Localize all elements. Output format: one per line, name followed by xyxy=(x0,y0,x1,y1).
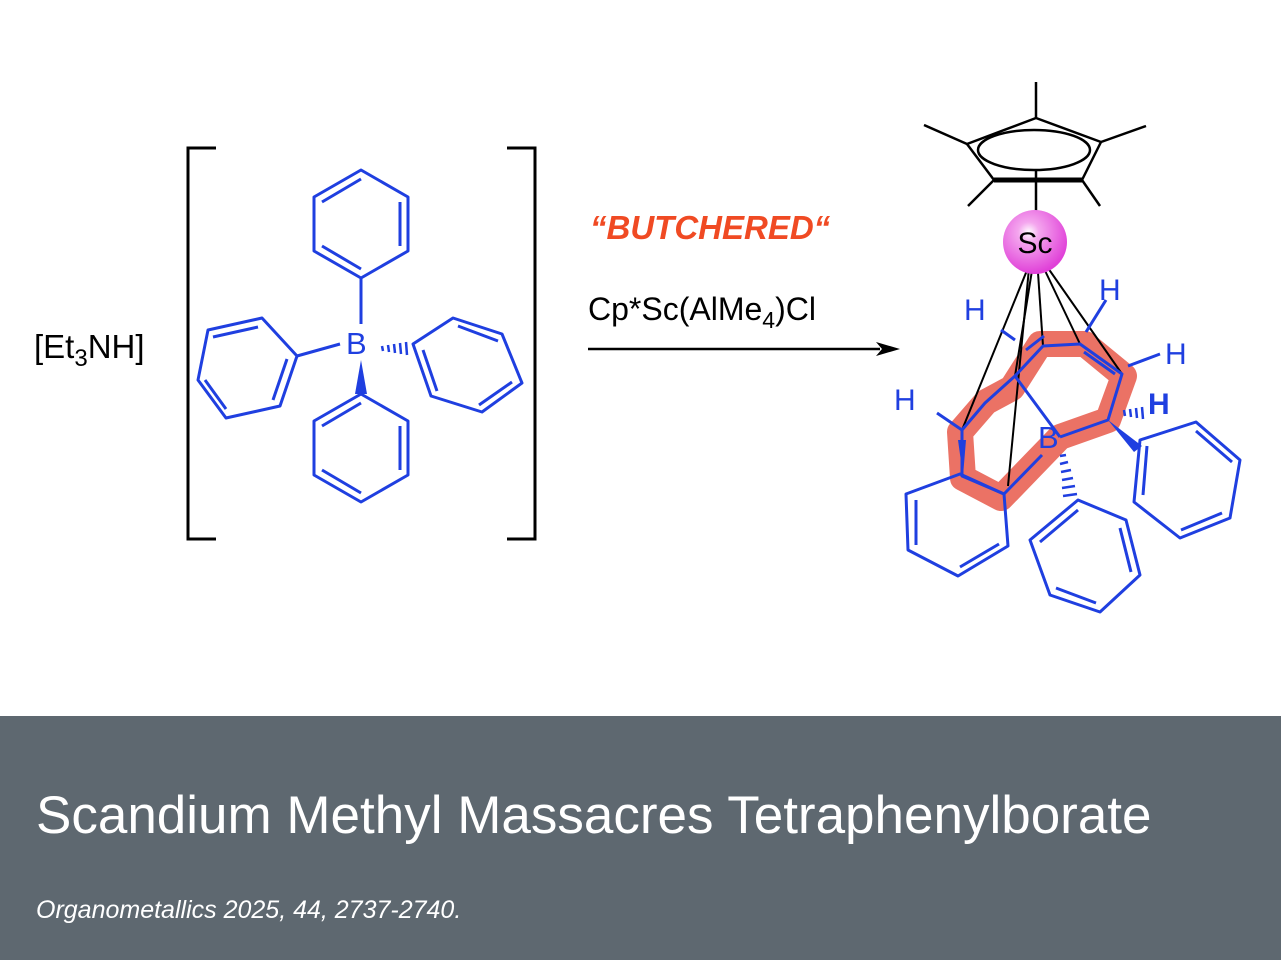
boron-atom-label: B xyxy=(346,326,367,361)
phenyl-ring-product-right xyxy=(1132,420,1242,540)
phenyl-ring-left xyxy=(196,316,299,420)
product-hashed-bond-h xyxy=(1122,406,1145,420)
product-wedge-bond-left xyxy=(958,440,966,476)
reaction-scheme: [Et3NH] B “BUTCHERED“ Cp*Sc(AlMe4)Cl xyxy=(34,82,1242,614)
phenyl-ring-right xyxy=(411,316,524,414)
citation: Organometallics 2025, 44, 2737-2740. xyxy=(36,896,462,924)
product-wedge-bond xyxy=(1108,420,1142,452)
phenyl-ring-product-bottom xyxy=(1028,498,1142,614)
right-bracket xyxy=(507,146,537,541)
b-c-bond-wedge xyxy=(355,360,367,394)
phenyl-ring-bottom xyxy=(312,392,410,504)
footer-banner: Scandium Methyl Massacres Tetraphenylbor… xyxy=(0,716,1281,960)
product-hashed-bond xyxy=(1059,453,1078,498)
cation-label: [Et3NH] xyxy=(34,328,145,372)
hydrogen-label-3: H xyxy=(1165,338,1187,371)
anion-brackets xyxy=(186,146,537,541)
phenyl-ring-product-left xyxy=(904,472,1010,578)
b-c-bond-left xyxy=(296,342,341,358)
left-bracket xyxy=(186,146,216,541)
hydrogen-label-1: H xyxy=(964,294,986,327)
scandium-label: Sc xyxy=(1017,227,1052,260)
reaction-note: “BUTCHERED“ xyxy=(590,209,831,246)
hydrogen-label-2: H xyxy=(1099,274,1121,307)
product-borate-fragment xyxy=(904,299,1242,614)
phenyl-ring-top xyxy=(312,168,410,280)
product-boron-label: B xyxy=(1038,420,1059,455)
b-c-bond-hashed xyxy=(380,341,409,356)
tetraphenylborate-anion xyxy=(196,168,524,504)
reaction-arrow-head xyxy=(876,342,900,356)
scandium-atom xyxy=(1003,210,1067,274)
reagent-label: Cp*Sc(AlMe4)Cl xyxy=(588,291,816,333)
cp-star-ligand xyxy=(923,82,1147,215)
headline: Scandium Methyl Massacres Tetraphenylbor… xyxy=(36,786,1152,845)
hydrogen-label-4: H xyxy=(1148,388,1170,421)
hydrogen-label-5: H xyxy=(894,384,916,417)
